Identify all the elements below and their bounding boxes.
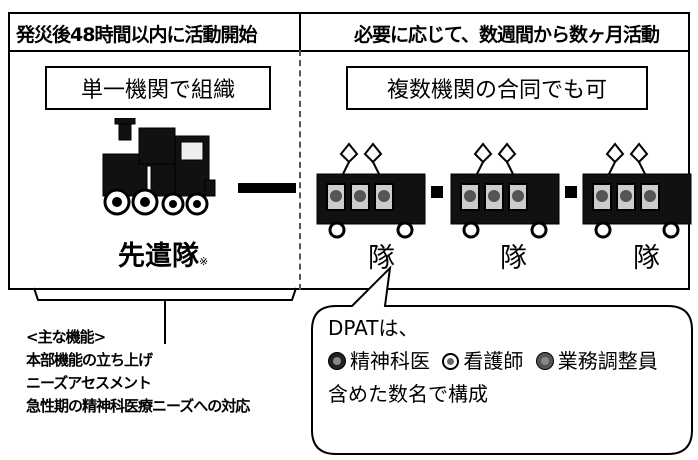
role-nurse: 看護師 <box>463 349 524 373</box>
functions-title: <主な機能> <box>26 328 106 346</box>
single-agency-box: 単一機関で組織 <box>45 66 271 110</box>
team-label: 隊 <box>633 243 660 274</box>
header-left: 発災後48時間以内に活動開始 <box>16 24 257 46</box>
bubble-roles: 精神科医 看護師 業務調整員 <box>328 345 658 378</box>
advance-team-text: 先遣隊 <box>118 241 199 272</box>
main-frame <box>8 12 690 290</box>
functions-item: 本部機能の立ち上げ <box>26 351 153 369</box>
bubble-line-1: DPATは、 <box>328 316 419 340</box>
bubble-line-3: 含めた数名で構成 <box>328 382 488 406</box>
multi-agency-box: 複数機関の合同でも可 <box>346 66 648 110</box>
column-divider-dashed <box>299 50 301 290</box>
advance-team-label: 先遣隊※ <box>118 234 208 273</box>
train-car-icon <box>582 142 692 239</box>
functions-item: ニーズアセスメント <box>26 374 152 392</box>
psychiatrist-icon <box>328 352 346 370</box>
coupler <box>431 186 443 198</box>
role-coordinator: 業務調整員 <box>557 349 658 373</box>
link-dash <box>238 183 296 193</box>
column-divider-solid <box>299 12 301 50</box>
bracket <box>33 287 297 344</box>
locomotive-icon <box>102 118 216 216</box>
train-car-icon <box>450 142 560 239</box>
bubble-content: DPATは、 精神科医 看護師 業務調整員 含めた数名で構成 <box>328 312 658 411</box>
team-label: 隊 <box>500 243 527 274</box>
header-divider <box>8 50 690 52</box>
nurse-icon <box>442 353 460 370</box>
header-right: 必要に応じて、数週間から数ヶ月活動 <box>354 24 660 46</box>
functions-item: 急性期の精神科医療ニーズへの対応 <box>26 397 250 415</box>
train-car-icon <box>316 142 426 239</box>
coordinator-icon <box>535 352 554 370</box>
coupler <box>565 186 577 198</box>
role-psychiatrist: 精神科医 <box>350 349 430 373</box>
functions-list: <主な機能> 本部機能の立ち上げ ニーズアセスメント 急性期の精神科医療ニーズへ… <box>26 326 250 418</box>
note-mark: ※ <box>199 255 209 268</box>
